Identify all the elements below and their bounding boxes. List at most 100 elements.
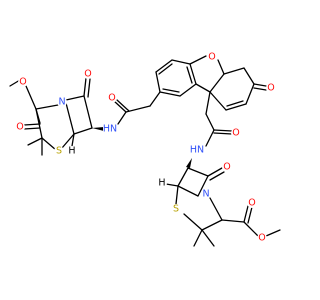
molecule-structure-diagram: O O N O S H HN O	[0, 0, 300, 300]
bond	[125, 105, 151, 113]
bond	[243, 67, 255, 85]
bond	[27, 137, 43, 146]
bond	[155, 59, 173, 73]
atom-label-o-ester-right: O	[257, 233, 267, 244]
atom-label-s-ring-right: S	[171, 204, 181, 215]
bond	[217, 59, 225, 75]
bond	[213, 132, 233, 135]
bond	[187, 167, 209, 177]
atom-label-h-stereo-left: H	[67, 146, 77, 157]
bond	[193, 229, 203, 247]
bond	[205, 113, 215, 131]
bond	[149, 91, 161, 107]
bond	[189, 63, 197, 85]
bond	[61, 133, 75, 149]
atom-text: O	[19, 77, 26, 88]
atom-text: O	[248, 198, 255, 209]
bond	[83, 77, 87, 97]
atom-text: N	[202, 189, 209, 200]
atom-label-o-carbonyl-ester-right: O	[247, 198, 257, 209]
bond	[247, 206, 253, 224]
atom-text: O	[16, 122, 23, 133]
atom-text: HN	[190, 145, 204, 156]
atom-text: S	[56, 146, 62, 157]
penam-fragment-right	[165, 158, 281, 247]
label-backdrop	[57, 97, 67, 107]
atom-label-s-ring-left: S	[54, 146, 64, 157]
atom-text: N	[58, 97, 65, 108]
bond	[175, 185, 179, 205]
bond	[41, 137, 57, 151]
label-backdrop	[103, 124, 117, 134]
atom-label-n-ring-right: N	[201, 189, 211, 200]
bond	[23, 127, 41, 130]
bond	[159, 91, 181, 97]
bond	[186, 66, 193, 84]
bond	[209, 91, 227, 111]
label-backdrop	[171, 204, 181, 214]
label-backdrop	[222, 162, 232, 172]
atom-label-h-stereo-right: H	[157, 178, 167, 189]
atom-labels: O O N O S H HN O	[15, 52, 276, 244]
label-backdrop	[18, 77, 28, 87]
atom-text: O	[267, 83, 274, 94]
atom-text: O	[208, 52, 215, 63]
bond	[117, 111, 127, 125]
stereo-wedge	[186, 158, 192, 168]
bond	[73, 127, 93, 135]
bond	[162, 88, 180, 93]
canvas-background	[0, 0, 300, 300]
atom-text: O	[223, 162, 230, 173]
bond	[155, 71, 161, 93]
bond	[197, 175, 209, 197]
bond	[87, 78, 91, 98]
bond	[225, 103, 247, 111]
bond	[65, 102, 75, 135]
penam-fragment-left	[9, 77, 161, 156]
bond	[253, 87, 267, 91]
label-backdrop	[67, 146, 77, 156]
atom-text: H	[68, 146, 75, 157]
bond	[205, 91, 211, 115]
atom-text: S	[173, 204, 179, 215]
bond	[158, 63, 173, 75]
bond	[207, 167, 223, 177]
bond	[209, 171, 225, 181]
label-backdrop	[247, 198, 257, 208]
bond	[65, 95, 85, 101]
bond	[205, 129, 215, 147]
atom-label-o-amide-right: O	[231, 128, 241, 139]
atom-label-nh-amide-left: HN	[103, 124, 117, 135]
atom-label-o-carbonyl-ester-left: O	[15, 122, 25, 133]
bond	[165, 183, 179, 187]
atom-text: O	[232, 128, 239, 139]
label-backdrop	[157, 178, 167, 188]
label-backdrop	[83, 69, 93, 79]
bond	[195, 83, 211, 93]
bond	[116, 99, 130, 112]
atom-label-o-ester-left: O	[18, 77, 28, 88]
stereo-wedge	[92, 127, 104, 131]
atom-label-o-furan: O	[207, 52, 217, 63]
bond	[177, 167, 189, 187]
bond	[71, 133, 75, 147]
dibenzofuranone-core	[155, 55, 267, 147]
label-backdrop	[107, 93, 117, 103]
bond	[201, 219, 223, 231]
label-backdrop	[257, 233, 267, 243]
label-backdrop	[266, 83, 276, 93]
bond	[221, 219, 245, 223]
atom-label-o-lactam-left: O	[83, 69, 93, 80]
bond	[25, 85, 37, 110]
bond	[265, 229, 281, 237]
bond	[223, 67, 245, 75]
atom-text: O	[84, 69, 91, 80]
atom-text: O	[108, 93, 115, 104]
bond	[245, 83, 255, 105]
bond	[189, 55, 207, 65]
atom-label-o-lactam-right: O	[222, 162, 232, 173]
atom-text: H	[158, 178, 165, 189]
label-backdrop	[54, 146, 64, 156]
bond	[243, 221, 259, 237]
label-backdrop	[15, 122, 25, 132]
